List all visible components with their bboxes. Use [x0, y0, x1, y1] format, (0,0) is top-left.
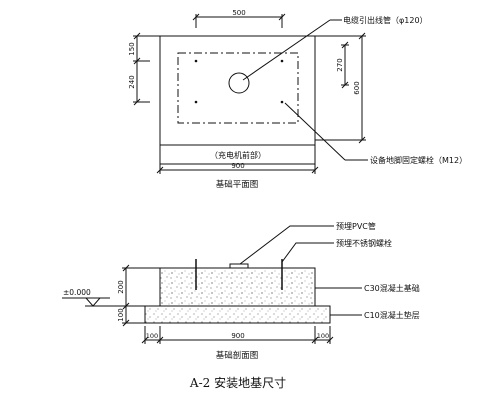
section-c10-bedding	[144, 305, 331, 324]
plan-dim-left-top: 150	[128, 42, 136, 55]
section-view	[144, 259, 331, 324]
section-dim-h-top: 200	[117, 280, 125, 293]
plan-title: 基础平面图	[216, 179, 259, 190]
plan-dim-outer-right: 600	[353, 81, 361, 94]
section-callout-c30: C30混凝土基础	[364, 283, 420, 293]
plan-callout-cable: 电缆引出线管（φ120）	[343, 15, 428, 25]
plan-dim-bottom: 900	[231, 162, 244, 170]
plan-cable-hole	[228, 72, 250, 94]
section-dim-b-right: 100	[317, 332, 329, 340]
section-c30-block	[159, 267, 316, 307]
plan-bolt-leader	[284, 102, 346, 161]
level-marker	[85, 297, 102, 307]
section-pvc-pipe	[229, 263, 249, 269]
plan-callout-bolt: 设备地脚固定螺栓（M12）	[370, 155, 467, 165]
section-dim-b-left: 100	[146, 332, 158, 340]
plan-front-label: （充电机前部）	[210, 150, 266, 160]
section-dim-b-mid: 900	[231, 332, 244, 340]
plan-dim-top: 500	[232, 9, 245, 17]
section-callout-c10: C10混凝土垫层	[364, 310, 420, 320]
plan-outer-slab	[159, 35, 316, 165]
plan-cable-leader	[242, 19, 331, 81]
plan-dim-inner-right: 270	[336, 58, 344, 71]
plan-bolt-markers	[194, 59, 284, 104]
plan-view	[133, 13, 368, 174]
section-pvc-leader	[239, 225, 334, 265]
section-bolt-leader	[281, 242, 334, 263]
plan-dim-left-bottom: 240	[128, 75, 136, 88]
section-level: ±0.000	[63, 288, 91, 297]
section-callout-bolt: 预埋不锈钢螺栓	[336, 238, 392, 248]
plan-bolt-line	[177, 52, 299, 124]
section-callout-pvc: 预埋PVC管	[336, 221, 376, 231]
section-title: 基础剖面图	[216, 350, 259, 361]
section-dim-h-bottom: 100	[117, 308, 125, 321]
figure-caption: A-2 安装地基尺寸	[189, 375, 286, 390]
